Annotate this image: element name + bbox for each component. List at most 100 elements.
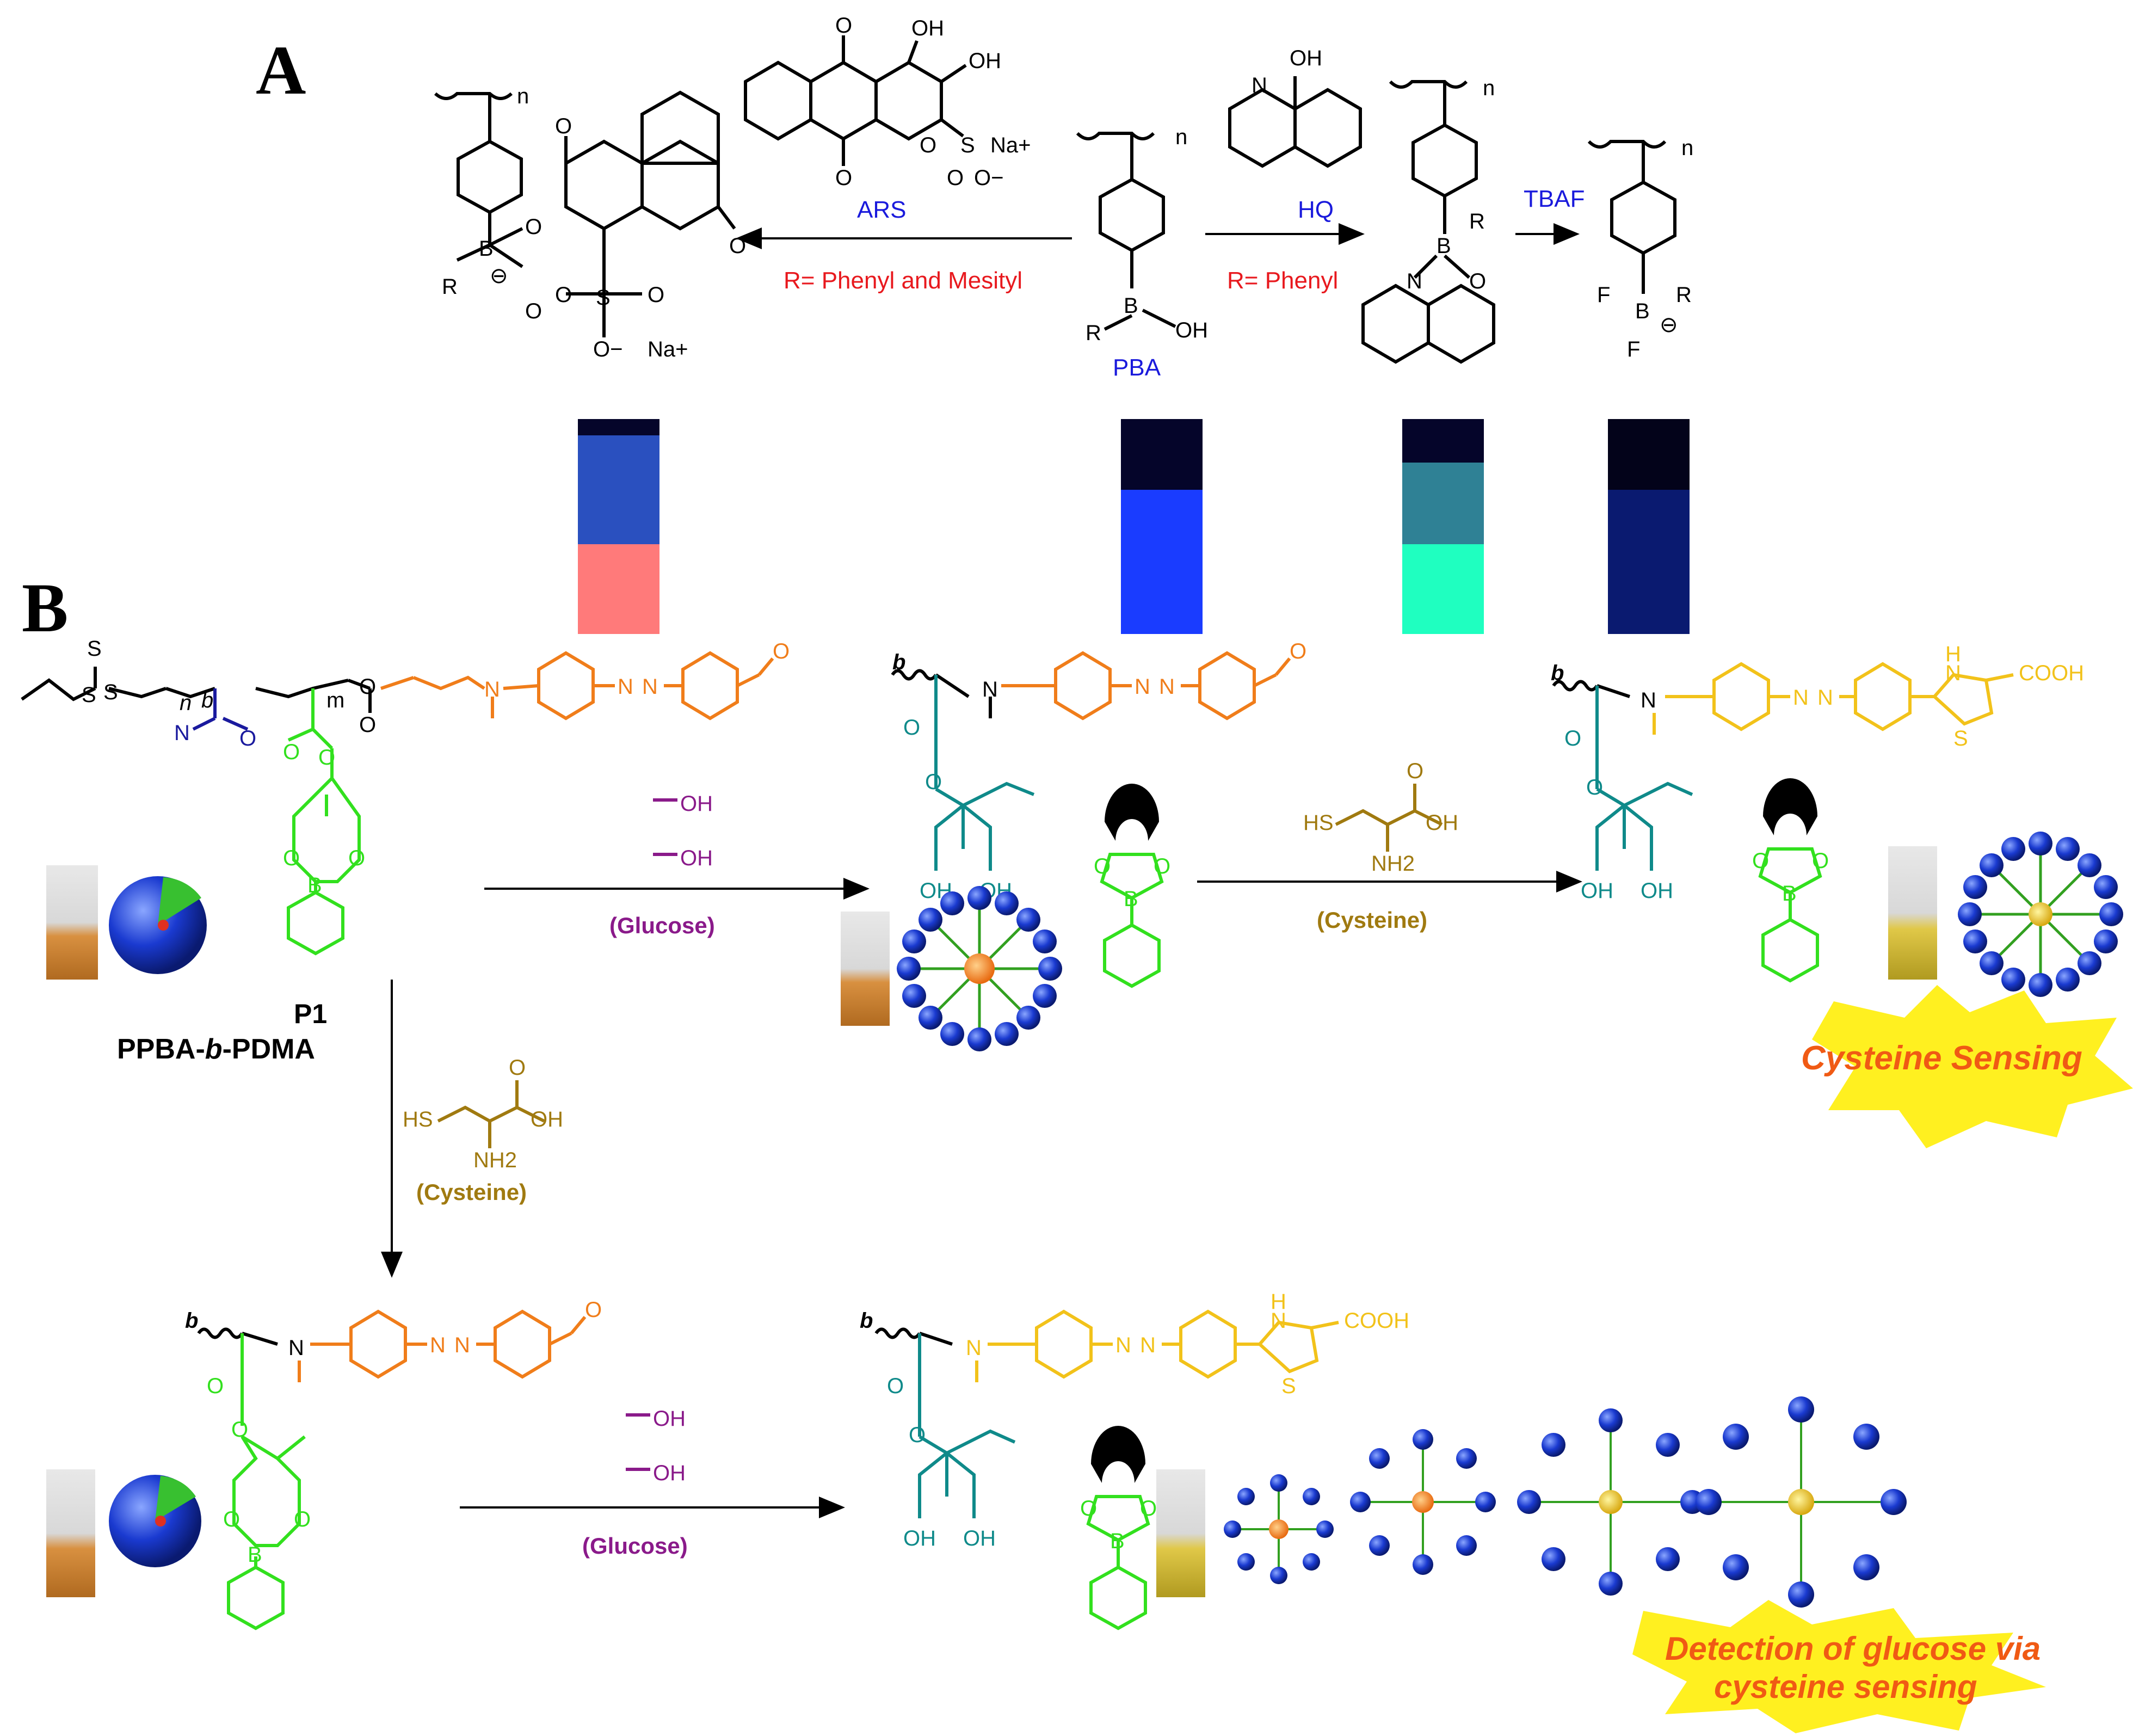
atom-label: OH (680, 846, 713, 870)
vial-final (1156, 1469, 1205, 1597)
thiazolidine-product-top (1552, 662, 2014, 871)
atom-label: N (1793, 686, 1809, 710)
ars-adduct-structure (434, 90, 736, 337)
atom-label: O (925, 770, 942, 794)
atom-label: ⊖ (1660, 313, 1678, 337)
atom-label: B (1635, 299, 1650, 323)
atom-label: O (1752, 849, 1769, 873)
micelle-large (1517, 1408, 1704, 1596)
ars-reagent-structure (744, 35, 967, 166)
atom-label: O (947, 166, 964, 190)
atom-label: COOH (1344, 1309, 1409, 1333)
hq-adduct-structure (1361, 80, 1495, 364)
atom-label: COOH (2019, 661, 2084, 685)
glucose-detection-text-2: cysteine sensing (1714, 1669, 1977, 1705)
atom-label: n (180, 691, 192, 715)
glucose-detection-text-1: Detection of glucose via (1665, 1630, 2041, 1667)
atom-label: HS (1303, 811, 1334, 835)
atom-label: O (1154, 854, 1170, 878)
glucose-icon (605, 798, 677, 861)
atom-label: O (555, 114, 572, 138)
atom-label: OH (680, 792, 713, 816)
reagent-glucose-bottom: (Glucose) (582, 1533, 688, 1559)
atom-label: m (326, 688, 344, 712)
atom-label: R (1086, 321, 1101, 345)
atom-label: O (1290, 639, 1306, 663)
atom-label: O (207, 1374, 224, 1398)
atom-label: O (223, 1507, 240, 1531)
atom-label: OH (969, 49, 1001, 73)
atom-label: Na+ (648, 337, 688, 361)
atom-label: N (1271, 1309, 1286, 1333)
atom-label: OH (531, 1107, 563, 1131)
atom-label: O (525, 299, 542, 323)
boronate-glucose-ester (1100, 784, 1164, 988)
glucose-product-structure (891, 651, 1291, 871)
cysteine-sensing-burst: Cysteine Sensing (1801, 985, 2133, 1148)
atom-label: R (1676, 283, 1692, 307)
atom-label: OH (903, 1526, 936, 1550)
cysteine-structure-left (437, 1080, 545, 1148)
atom-label: O (1812, 849, 1829, 873)
atom-label: b (201, 688, 213, 712)
panel-a-label: A (256, 32, 306, 109)
atom-label: O (318, 746, 335, 769)
atom-label: N (430, 1333, 446, 1357)
atom-label: O (509, 1056, 526, 1080)
atom-label: OH (1641, 879, 1673, 903)
atom-label: N (454, 1333, 470, 1357)
atom-label: N (642, 675, 658, 699)
atom-label: O (231, 1418, 248, 1442)
panel-b-label: B (22, 569, 68, 647)
tbaf-adduct-structure (1587, 140, 1676, 294)
reagent-cysteine: (Cysteine) (1317, 907, 1427, 933)
atom-label: N (1140, 1333, 1156, 1357)
glucose-icon-bottom (578, 1413, 650, 1476)
atom-label: OH (653, 1407, 686, 1431)
atom-label: n (1681, 136, 1693, 160)
atom-label: R (1469, 210, 1485, 233)
glucose-detection-burst: Detection of glucose via cysteine sensin… (1632, 1600, 2046, 1733)
atom-label: O (283, 846, 300, 870)
atom-label: R (442, 275, 458, 299)
reagent-hq: HQ (1298, 196, 1334, 223)
atom-label: S (87, 637, 102, 661)
atom-label: OH (653, 1461, 686, 1485)
atom-label: H (1945, 642, 1961, 666)
atom-label: B (1110, 1529, 1125, 1553)
atom-label: N (1159, 675, 1175, 699)
atom-label: S (596, 286, 611, 310)
hq-reagent-structure (1228, 76, 1362, 168)
micelle-series (1224, 1396, 1907, 1608)
p1-label: P1 (294, 999, 327, 1029)
atom-label: S (82, 683, 96, 707)
atom-label: N (174, 721, 190, 745)
atom-label: OH (1290, 46, 1322, 70)
atom-label: O (585, 1298, 602, 1322)
atom-label: S (1953, 727, 1968, 750)
atom-label: B (1124, 887, 1138, 911)
atom-label: O (1094, 854, 1111, 878)
atom-label: HS (403, 1107, 433, 1131)
micelle-small (1224, 1474, 1334, 1584)
atom-label: N (1641, 688, 1656, 712)
atom-label: N (1135, 675, 1150, 699)
atom-label: n (517, 84, 529, 108)
atom-label: OH (963, 1526, 996, 1550)
boronate-glucose-ester-top-right (1758, 778, 1822, 983)
reagent-glucose: (Glucose) (609, 913, 715, 938)
atom-label: H (1271, 1290, 1286, 1314)
atom-label: S (960, 133, 975, 157)
atom-label: O (1469, 269, 1486, 293)
condition-hq: R= Phenyl (1227, 267, 1338, 294)
atom-label: N (1252, 73, 1267, 97)
atom-label: n (1175, 125, 1187, 149)
atom-label: OH (1175, 318, 1208, 342)
atom-label: ⊖ (490, 264, 508, 288)
atom-label: O (525, 215, 542, 239)
condition-ars: R= Phenyl and Mesityl (784, 267, 1022, 294)
atom-label: O (920, 133, 936, 157)
atom-label: N (618, 675, 633, 699)
pba-structure (1076, 132, 1176, 331)
atom-label: O (1140, 1497, 1157, 1520)
